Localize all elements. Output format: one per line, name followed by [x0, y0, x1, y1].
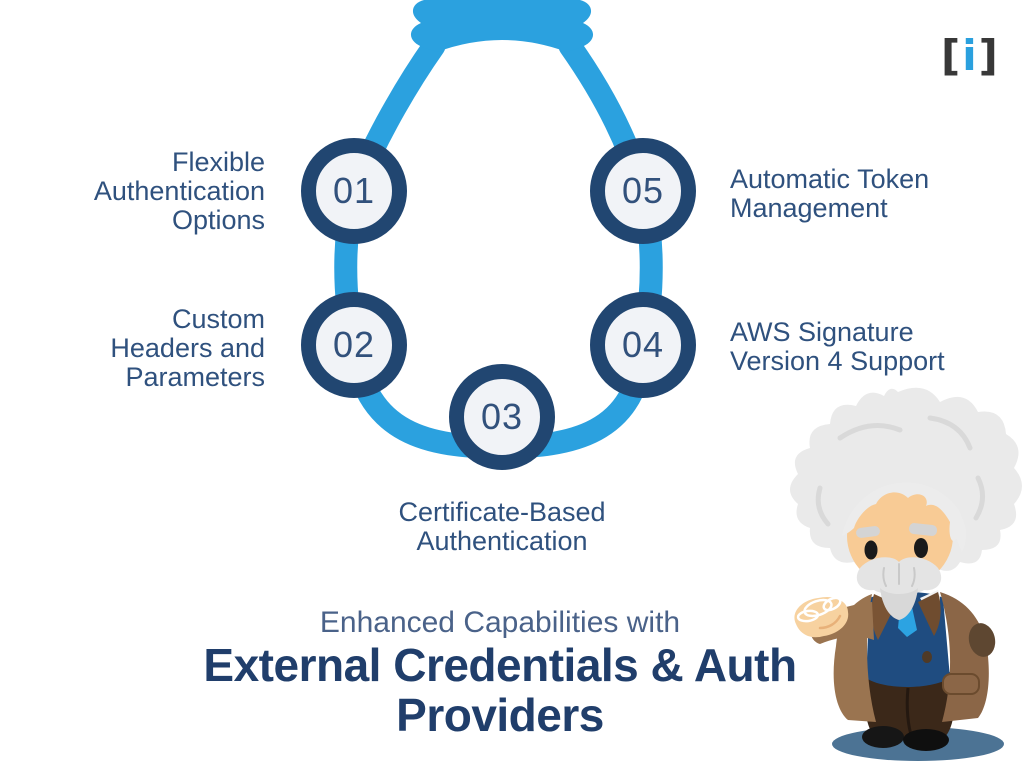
step-circle-03: 03 [449, 364, 555, 470]
mascot-beard [856, 557, 942, 620]
einstein-mascot [790, 387, 1022, 761]
step-label-02: Custom Headers and Parameters [110, 304, 265, 392]
step-circle-04: 04 [590, 292, 696, 398]
mascot-arm-hand [794, 596, 874, 644]
mascot-eyebrows [856, 523, 938, 538]
logo-bracket-right: ] [978, 31, 999, 80]
step-number: 02 [332, 324, 376, 365]
step-circle-05: 05 [590, 138, 696, 244]
slide-title: External Credentials & Auth Providers [203, 639, 797, 741]
step-number: 03 [480, 396, 524, 437]
logo-bracket-left: [ [941, 31, 962, 80]
step-number: 05 [621, 170, 665, 211]
step-label-05: Automatic Token Management [730, 164, 930, 223]
step-number: 01 [332, 170, 376, 211]
step-label-04: AWS Signature Version 4 Support [730, 317, 945, 376]
step-circle-01: 01 [301, 138, 407, 244]
step-label-01: Flexible Authentication Options [93, 147, 265, 235]
slide-kicker: Enhanced Capabilities with [319, 606, 681, 639]
mascot-hair-front [842, 482, 967, 552]
logo-letter-i: i [962, 31, 978, 80]
step-label-03: Certificate-Based Authentication [398, 497, 606, 556]
mascot-eyes [864, 538, 928, 560]
step-number: 04 [621, 324, 665, 365]
brand-logo: [i] [941, 31, 999, 80]
bulb-cap [410, 0, 594, 52]
mascot-legs [862, 672, 955, 751]
step-circle-02: 02 [301, 292, 407, 398]
